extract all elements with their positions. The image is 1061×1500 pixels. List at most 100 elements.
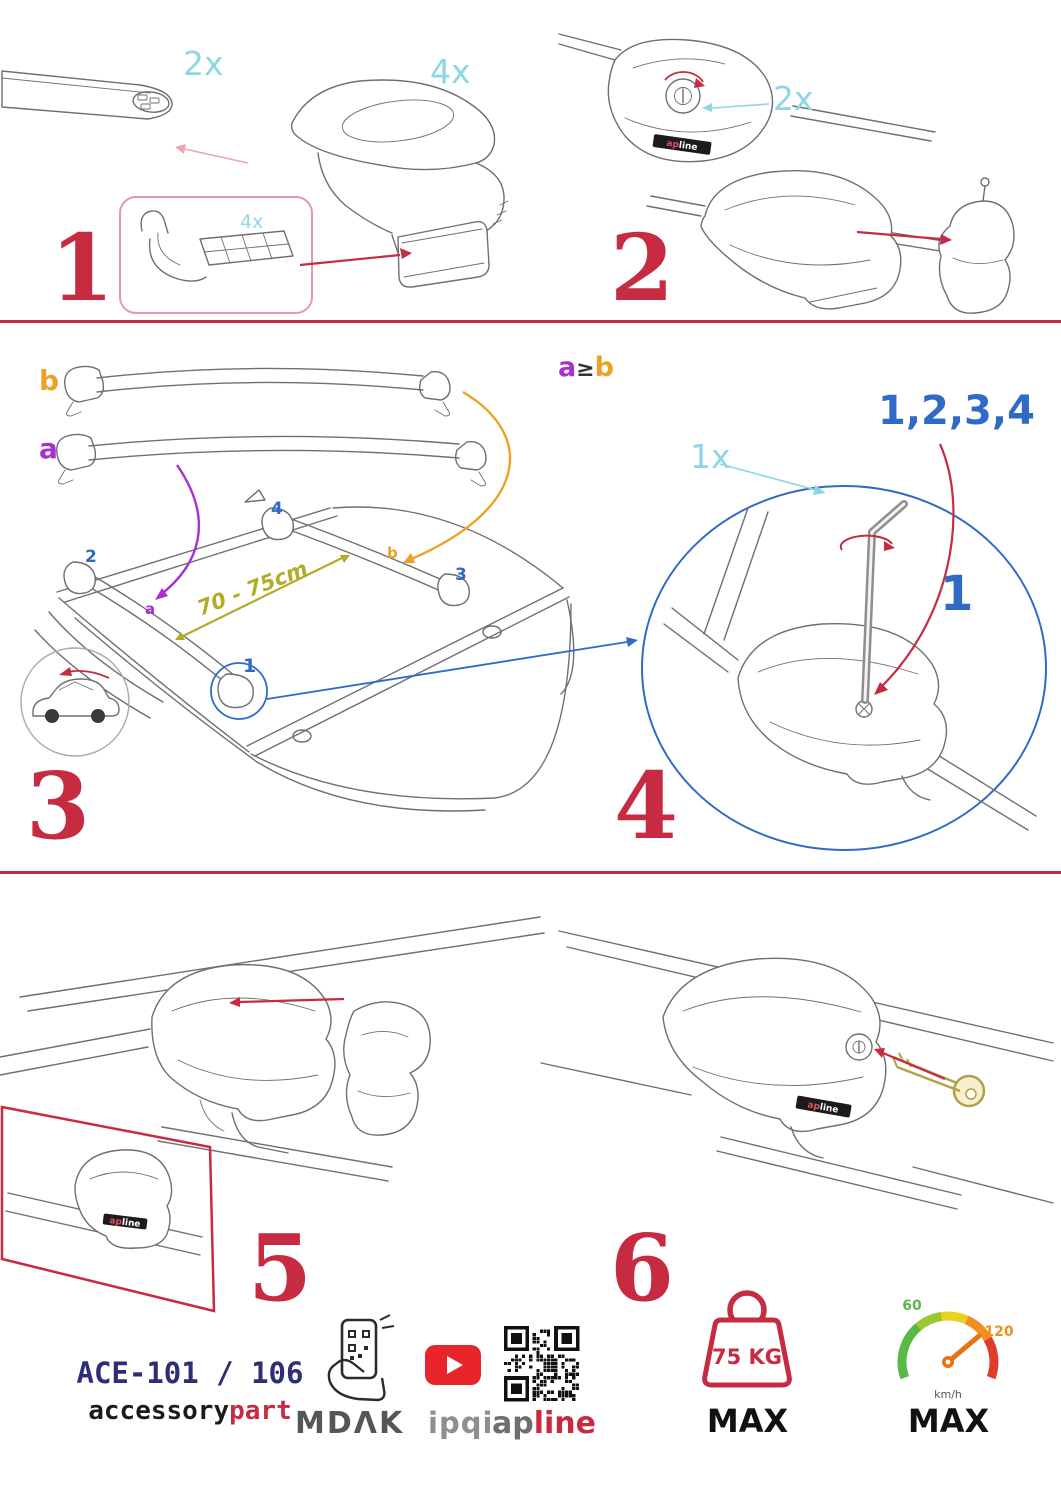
- position-2-label: 2: [85, 547, 97, 567]
- step6-number: 6: [610, 1214, 675, 1322]
- position-4-label: 4: [271, 499, 283, 519]
- apline-logo-band: apline: [795, 1095, 852, 1118]
- brand-part: part: [229, 1396, 292, 1426]
- youtube-icon: [425, 1345, 481, 1385]
- zoomed-foot: [663, 507, 1037, 831]
- apline-line: line: [533, 1406, 596, 1441]
- rule-a: a: [558, 352, 577, 383]
- mounted-foot: [151, 963, 336, 1154]
- logo-ap: ap: [666, 139, 680, 151]
- arrow-a-label: a: [145, 600, 155, 618]
- first-position-label: 1: [940, 566, 973, 622]
- brand-name: accessorypart: [55, 1396, 325, 1426]
- step2-illustration: apline 2x: [558, 33, 1015, 314]
- bar-a-position-arrow: a: [145, 464, 201, 618]
- speed-high-label: 120: [984, 1324, 1013, 1340]
- position-1-circle: [210, 662, 268, 720]
- tool-quantity-label: 1x: [690, 437, 731, 476]
- logo-line: line: [819, 1103, 839, 1116]
- upper-assembly: apline: [558, 33, 936, 163]
- step6-illustration: apline: [540, 930, 1054, 1210]
- speed-low-label: 60: [902, 1298, 922, 1314]
- svg-text:apline: apline: [666, 139, 698, 153]
- arrow-b-label: b: [387, 544, 398, 562]
- speedometer-needle: [945, 1333, 982, 1365]
- lower-assembly: [646, 170, 1015, 314]
- lock-quantity-label: 2x: [773, 79, 814, 118]
- step4-illustration: 1x 1,2,3,4 1: [641, 388, 1047, 851]
- zoom-connector-arrow: [266, 637, 638, 700]
- brand-accessory: accessory: [88, 1396, 230, 1426]
- svg-text:apline: apline: [807, 1100, 839, 1115]
- rotation-arrow: [839, 534, 895, 551]
- bar-a-label: a: [39, 432, 58, 465]
- allen-key: [861, 500, 908, 704]
- front-crossbar: [63, 561, 254, 709]
- sequence-arrow: [874, 443, 955, 695]
- crossbar-a: [56, 433, 487, 487]
- logo-ap: ap: [807, 1100, 822, 1112]
- wheel: [91, 709, 105, 723]
- speed-unit-label: km/h: [934, 1388, 962, 1401]
- detail-box: apline: [0, 1105, 216, 1313]
- rear-crossbar: [261, 507, 470, 607]
- rule-operator: ≥: [576, 357, 595, 382]
- rubber-pad-inset: 4x: [119, 196, 313, 314]
- position-1-label: 1: [243, 655, 256, 677]
- logo-ap: ap: [109, 1216, 123, 1228]
- roof-rails: [0, 916, 545, 1182]
- speed-max-label: MAX: [907, 1402, 990, 1440]
- lock-pointer-arrow: [702, 103, 770, 112]
- weight-value-label: 75 KG: [712, 1345, 782, 1369]
- foot-clamp: [290, 79, 509, 288]
- pad-to-foot-arrow: [299, 248, 412, 267]
- pad-quantity-label: 4x: [240, 211, 263, 233]
- logo-line: line: [121, 1218, 141, 1230]
- foot-quantity-label: 4x: [430, 52, 471, 91]
- key: [892, 1052, 986, 1108]
- wheel: [45, 709, 59, 723]
- bar-quantity-label: 2x: [183, 44, 224, 83]
- apline-logo: apline: [492, 1406, 596, 1441]
- weight-max-label: MAX: [706, 1402, 789, 1440]
- step5-number: 5: [248, 1214, 313, 1322]
- step1-number: 1: [50, 214, 115, 322]
- position-3-label: 3: [455, 565, 467, 585]
- apline-logo-band: apline: [652, 134, 712, 155]
- distance-arrow: 70 - 75cm: [175, 555, 350, 640]
- car-inset: [20, 647, 130, 757]
- crossbar-profile: [1, 70, 173, 120]
- step2-number: 2: [610, 214, 675, 322]
- section-divider-top: [0, 320, 1061, 323]
- step4-number: 4: [614, 752, 679, 860]
- car-roof: [34, 489, 575, 812]
- key-insert-arrow: [874, 1048, 946, 1081]
- step5-illustration: apline: [0, 916, 545, 1313]
- cover-insert-arrow: [229, 997, 345, 1007]
- bar-b-label: b: [39, 364, 59, 397]
- mdak-logo: MDΛK: [295, 1406, 405, 1441]
- rule-b: b: [594, 352, 614, 383]
- apline-ap: ap: [492, 1406, 534, 1441]
- svg-text:apline: apline: [109, 1216, 141, 1230]
- qr-code: [504, 1326, 580, 1402]
- ipqi-logo: ipqi: [428, 1406, 494, 1440]
- step3-illustration: b a 2: [20, 364, 638, 812]
- crossbar-b: [64, 365, 451, 417]
- logo-line: line: [678, 141, 698, 154]
- tool-pointer-arrow: [719, 463, 826, 495]
- model-number: ACE-101 / 106: [76, 1356, 304, 1390]
- step1-illustration: 2x 4x 4x: [1, 44, 509, 314]
- apline-logo-band: apline: [102, 1213, 148, 1230]
- cover-piece: [343, 1001, 431, 1136]
- section-divider-bottom: [0, 871, 1061, 874]
- zoom-circle: [641, 485, 1047, 851]
- length-rule: a≥b: [558, 352, 614, 383]
- weight-limit-icon: 75 KG: [702, 1290, 792, 1388]
- phone-qr-icon: [327, 1314, 395, 1402]
- step3-number: 3: [26, 752, 91, 860]
- locked-foot: apline: [662, 957, 887, 1159]
- sequence-label: 1,2,3,4: [878, 388, 1035, 434]
- bar-b-position-arrow: b: [387, 390, 512, 563]
